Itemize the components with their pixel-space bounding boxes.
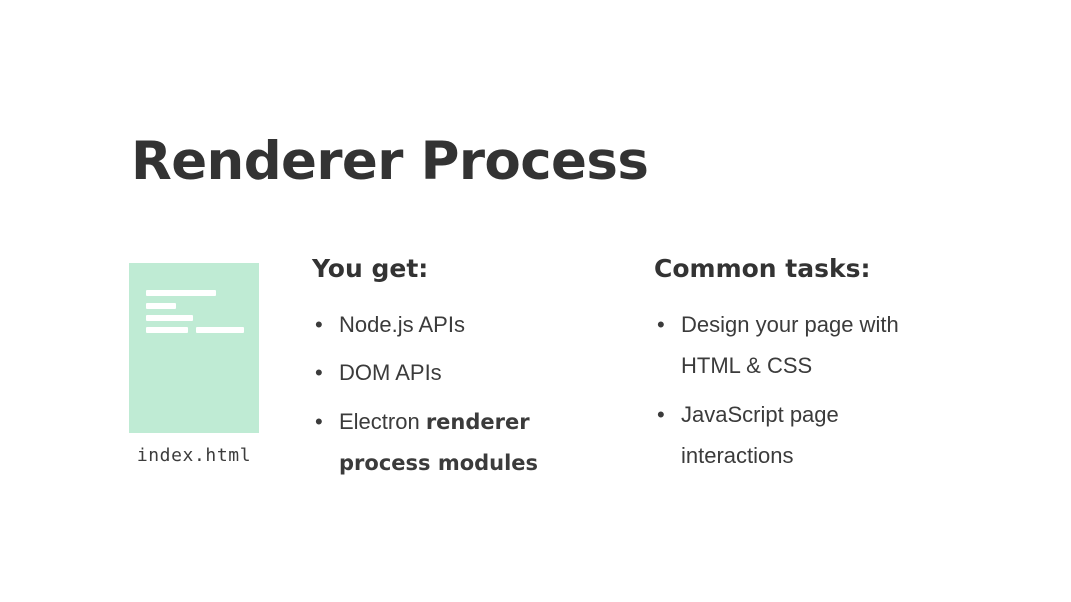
- list-item: • Electron renderer process modules: [312, 401, 602, 484]
- bullet-list-common-tasks: • Design your page with HTML & CSS • Jav…: [654, 304, 954, 476]
- doc-text-line: [196, 327, 244, 333]
- list-item: • Design your page with HTML & CSS: [654, 304, 954, 387]
- bullet-dot-icon: •: [315, 312, 323, 337]
- list-item-text: JavaScript page interactions: [681, 401, 839, 469]
- doc-text-line: [146, 290, 216, 296]
- list-item: • DOM APIs: [312, 352, 602, 393]
- bullet-dot-icon: •: [315, 408, 323, 434]
- document-filename-label: index.html: [136, 445, 252, 466]
- column-you-get: You get: • Node.js APIs • DOM APIs • Ele…: [312, 254, 602, 491]
- list-item-text: Electron renderer process modules: [339, 408, 539, 476]
- column-common-tasks: Common tasks: • Design your page with HT…: [654, 254, 954, 483]
- list-item-text: Design your page with HTML & CSS: [681, 312, 899, 379]
- list-item: • JavaScript page interactions: [654, 394, 954, 477]
- html-document-icon: [129, 263, 259, 433]
- bullet-list-you-get: • Node.js APIs • DOM APIs • Electron ren…: [312, 304, 602, 484]
- column-heading: You get:: [312, 254, 429, 283]
- column-heading: Common tasks:: [654, 254, 871, 283]
- doc-text-line: [146, 303, 176, 309]
- list-item-text: DOM APIs: [339, 360, 442, 386]
- list-item-text: Node.js APIs: [339, 312, 465, 337]
- list-item: • Node.js APIs: [312, 304, 602, 345]
- document-icon-block: index.html: [129, 263, 259, 466]
- bullet-dot-icon: •: [315, 360, 323, 386]
- bullet-dot-icon: •: [657, 312, 665, 337]
- page-title: Renderer Process: [131, 131, 649, 192]
- bullet-dot-icon: •: [657, 401, 665, 427]
- doc-text-line: [146, 327, 188, 333]
- doc-text-line: [146, 315, 193, 321]
